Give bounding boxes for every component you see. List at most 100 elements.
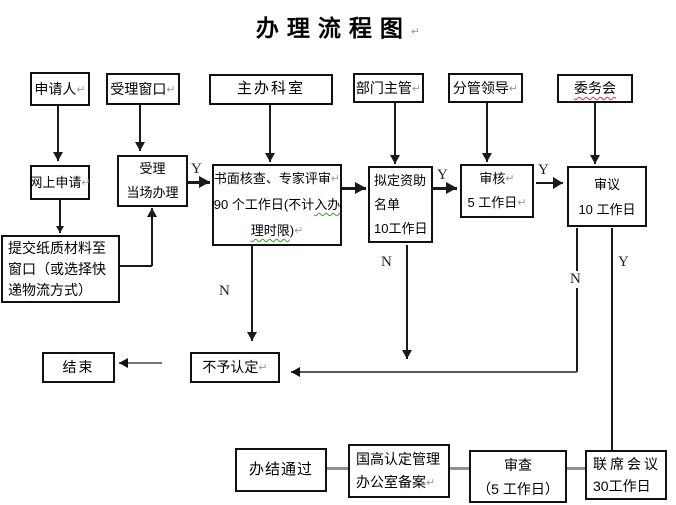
branch-label-y-2: Y <box>538 162 549 178</box>
flow-box-committee: 委务会 <box>557 74 633 103</box>
connector-draft-to-audit-y <box>433 186 457 190</box>
text-segment: 入办 <box>314 197 341 212</box>
text-segment: 名单 <box>374 196 401 212</box>
text-segment: 5 工作日 <box>467 195 518 210</box>
connector-section-to-review <box>269 105 271 162</box>
box-text-line: 提交纸质材料至 <box>8 238 106 259</box>
arrowhead-submit-to-onsite <box>147 208 157 217</box>
text-segment: 提交纸质材料至 <box>8 239 106 256</box>
branch-label-y-3: Y <box>618 254 629 270</box>
text-segment: 拟定资助 <box>374 172 427 188</box>
box-text-line: 受理窗口↵ <box>110 80 175 99</box>
box-text-line: 部门主管↵ <box>356 79 421 98</box>
arrowhead-deliberation-n-horizontal <box>291 367 300 377</box>
text-segment: 分管领导 <box>452 79 509 96</box>
paragraph-mark: ↵ <box>426 476 436 489</box>
text-segment: 受理 <box>139 161 166 176</box>
box-text-line: 结束 <box>63 358 95 377</box>
paragraph-mark: ↵ <box>294 225 304 237</box>
arrowhead-leader-to-audit <box>482 153 492 162</box>
connector-committee-to-deliberation <box>594 103 596 164</box>
box-text-line: 5 工作日↵ <box>467 191 526 215</box>
flow-box-lead-section: 主办科室 <box>209 74 333 105</box>
connector-applicant-to-online <box>57 106 59 161</box>
text-segment: 书面核查、专家评审 <box>213 171 331 186</box>
box-text-line: 名单 <box>374 193 400 217</box>
box-text-line: 窗口（或选择快 <box>8 259 106 280</box>
arrowhead-online-to-submit <box>56 226 64 233</box>
arrowhead-review-to-draft <box>355 182 366 194</box>
box-text-line: 受理 <box>139 157 165 181</box>
flow-box-applicant: 申请人↵ <box>30 72 90 106</box>
text-segment: 30工作日 <box>593 478 651 494</box>
flow-box-not-approved: 不予认定↵ <box>190 352 280 383</box>
flow-box-written-review: 书面核查、专家评审↵90 个工作日(不计入办理时限)↵ <box>212 164 342 246</box>
text-segment: 办公室备案 <box>356 473 426 490</box>
flow-box-end: 结束 <box>42 352 115 383</box>
text-segment: 委务会 <box>574 80 616 97</box>
arrowhead-draft-n-down <box>402 350 412 359</box>
connector-submit-to-onsite <box>151 208 153 266</box>
branch-label-n-6: N <box>567 271 584 288</box>
connector-audit-to-deliberation-y <box>536 182 563 184</box>
paragraph-mark: ↵ <box>410 26 421 38</box>
paragraph-mark: ↵ <box>76 83 86 96</box>
page-title: 办理流程图↵ <box>0 9 676 43</box>
text-segment: 递物流方式） <box>8 281 92 298</box>
title-text: 办理流程图 <box>255 15 411 41</box>
flow-box-online-apply: 网上申请↵ <box>29 165 91 200</box>
paragraph-mark: ↵ <box>508 82 519 95</box>
connector-deliberation-n-vertical <box>576 228 578 372</box>
box-text-line: 递物流方式） <box>8 280 92 301</box>
text-segment: 理时限 <box>250 223 290 238</box>
paragraph-mark: ↵ <box>81 176 91 189</box>
arrowhead-review-n-down <box>247 332 257 341</box>
box-text-line: 主办科室 <box>237 79 305 99</box>
box-text-line: 审核↵ <box>479 167 514 191</box>
branch-label-y-1: Y <box>437 167 448 183</box>
box-text-line: 理时限)↵ <box>251 218 304 244</box>
connector-online-to-submit <box>59 200 61 233</box>
flow-box-audit: 审核↵5 工作日↵ <box>460 164 534 218</box>
box-text-line: 30工作日 <box>593 475 651 497</box>
text-segment: 审核 <box>479 171 506 186</box>
paragraph-mark: ↵ <box>330 173 341 185</box>
arrowhead-to-end <box>119 358 128 368</box>
connector-deliberation-n-horizontal <box>291 371 577 373</box>
flow-box-dept-manager: 部门主管↵ <box>353 73 424 103</box>
box-text-line: 联席会议 <box>593 453 661 475</box>
flow-box-check: 审查（5 工作日） <box>469 450 567 503</box>
flow-box-accept-window: 受理窗口↵ <box>106 73 180 105</box>
text-segment: 90 个工作日(不计 <box>213 197 315 212</box>
paragraph-mark: ↵ <box>166 83 176 96</box>
box-text-line: 拟定资助 <box>374 169 426 193</box>
flow-box-branch-leader: 分管领导↵ <box>448 73 523 103</box>
arrowhead-window-to-onsite <box>135 142 145 151</box>
box-text-line: 办公室备案↵ <box>356 471 435 495</box>
text-segment: 申请人 <box>34 80 77 97</box>
box-text-line: 10工作日 <box>374 217 427 241</box>
connector-leader-to-audit <box>486 103 488 162</box>
branch-label-n-4: N <box>219 283 230 299</box>
connector-review-n-down <box>251 246 253 341</box>
text-segment: 国高认定管理 <box>356 450 440 467</box>
connector-submit-to-onsite <box>120 265 152 267</box>
flow-box-joint-meeting: 联席会议 30工作日 <box>585 450 667 500</box>
text-segment: 联席会议 <box>593 456 661 472</box>
box-text-line: 当场办理 <box>126 181 178 205</box>
text-segment: 10 工作日 <box>578 201 636 217</box>
connector-review-to-draft <box>342 186 366 190</box>
connector-to-end <box>119 362 162 364</box>
flow-box-draft-list: 拟定资助名单 10工作日 <box>368 166 433 243</box>
paragraph-mark: ↵ <box>505 173 515 185</box>
box-text-line: 国高认定管理 <box>356 448 440 471</box>
paragraph-mark: ↵ <box>258 362 268 375</box>
connector-record-to-completed <box>327 466 348 470</box>
text-segment: 主办科室 <box>236 80 305 98</box>
flow-box-accept-onsite: 受理当场办理 <box>117 155 188 207</box>
box-text-line: （5 工作日） <box>477 477 559 501</box>
connector-draft-n-down <box>406 245 408 359</box>
box-text-line: 网上申请↵ <box>29 174 90 192</box>
text-segment: ) <box>289 223 295 238</box>
